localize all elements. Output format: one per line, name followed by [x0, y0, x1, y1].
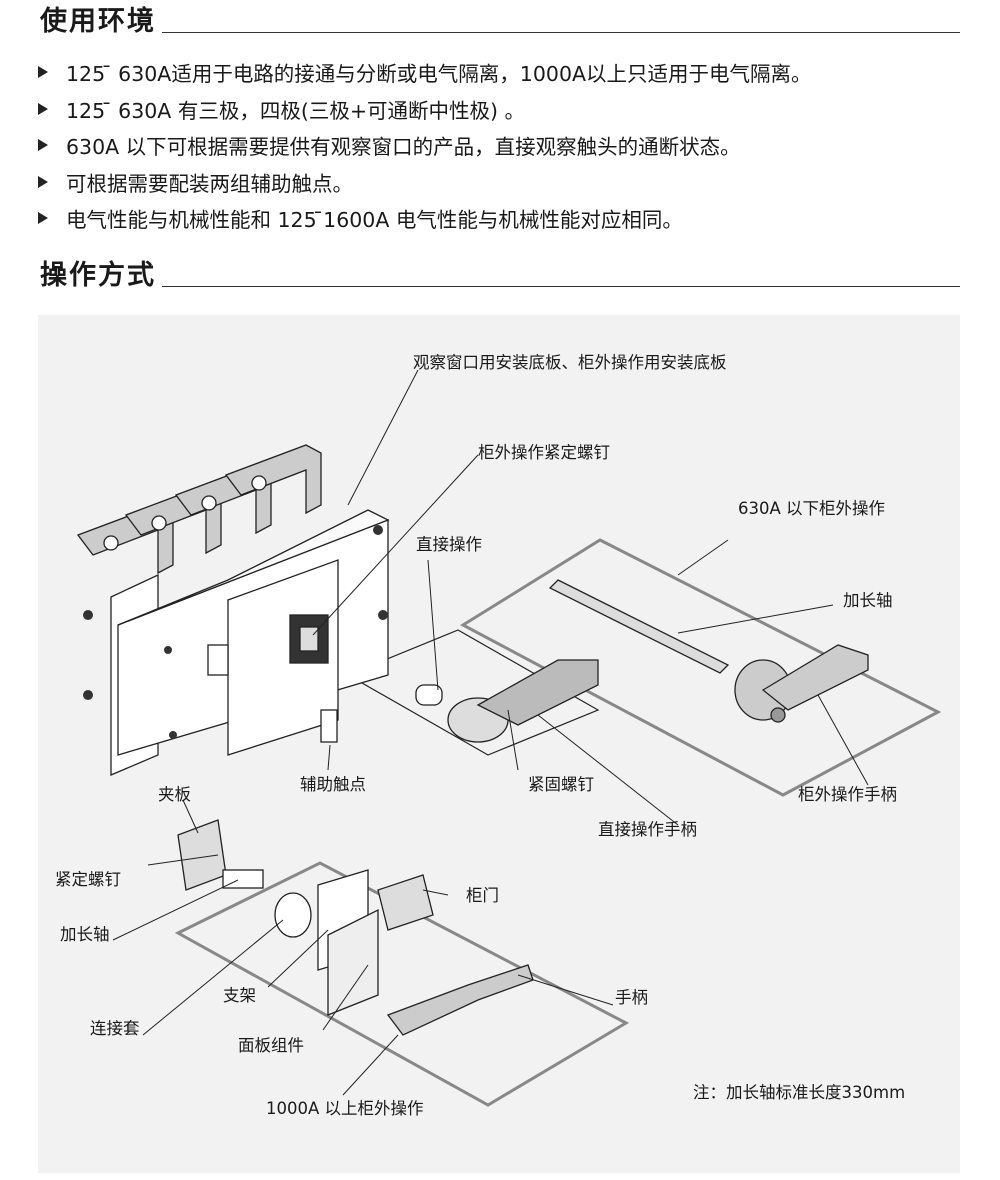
section-heading-usage: 使用环境 — [40, 8, 960, 35]
bullet-text: 电气性能与机械性能和 125 ̄1600A 电气性能与机械性能对应相同。 — [66, 208, 683, 233]
label-direct-handle: 直接操作手柄 — [598, 820, 697, 839]
label-below630-outside: 630A 以下柜外操作 — [738, 499, 886, 518]
aux-contact-part — [320, 709, 338, 743]
bullet-triangle-icon — [38, 139, 48, 152]
label-handle: 手柄 — [615, 988, 648, 1007]
heading-rule — [162, 32, 960, 33]
heading-rule — [162, 286, 960, 287]
section-title-usage: 使用环境 — [40, 6, 156, 37]
bullet-item: 125 ̄ 630A适用于电路的接通与分断或电气隔离，1000A以上只适用于电气… — [38, 54, 988, 91]
extension-shaft-2-part — [222, 869, 264, 889]
direct-handle-part — [415, 659, 599, 743]
label-aux-contact: 辅助触点 — [300, 775, 366, 794]
bullet-triangle-icon — [38, 212, 48, 225]
label-above1000-outside: 1000A 以上柜外操作 — [266, 1099, 424, 1118]
handle-part — [386, 964, 534, 1036]
label-bracket: 支架 — [223, 986, 256, 1005]
fastening-screws — [83, 525, 388, 739]
bullet-text: 630A 以下可根据需要提供有观察窗口的产品，直接观察触头的通断状态。 — [66, 135, 741, 160]
diagram-drawing — [76, 369, 942, 1107]
plate-above-1000a — [174, 861, 630, 1107]
bullet-item: 125 ̄ 630A 有三极，四极(三极+可通断中性极) 。 — [38, 91, 988, 128]
clamp-plate-part — [177, 819, 227, 891]
bullet-triangle-icon — [38, 175, 48, 188]
section-heading-operation: 操作方式 — [40, 262, 960, 289]
front-cover — [227, 559, 339, 756]
label-cabinet-door: 柜门 — [466, 886, 499, 905]
plate-below-630a — [459, 538, 942, 797]
bullet-text: 可根据需要配装两组辅助触点。 — [66, 171, 353, 196]
label-set-screw: 紧定螺钉 — [55, 870, 121, 889]
bullet-triangle-icon — [38, 102, 48, 115]
bullet-text: 125 ̄ 630A 有三极，四极(三极+可通断中性极) 。 — [66, 98, 526, 123]
label-fix-screw-outside: 柜外操作紧定螺钉 — [478, 443, 610, 462]
bullet-item: 630A 以下可根据需要提供有观察窗口的产品，直接观察触头的通断状态。 — [38, 127, 988, 164]
extension-shaft-1-part — [548, 579, 730, 674]
label-coupling: 连接套 — [90, 1019, 140, 1038]
label-mount-plate: 观察窗口用安装底板、柜外操作用安装底板 — [413, 353, 727, 372]
label-panel-assembly: 面板组件 — [238, 1036, 304, 1055]
mounting-plates — [174, 538, 942, 1107]
bullet-triangle-icon — [38, 66, 48, 79]
outside-handle-below-630a — [548, 579, 869, 723]
bullet-item: 电气性能与机械性能和 125 ̄1600A 电气性能与机械性能对应相同。 — [38, 200, 988, 237]
bullet-item: 可根据需要配装两组辅助触点。 — [38, 164, 988, 201]
coupling-part — [274, 892, 312, 938]
label-extension-shaft-2: 加长轴 — [60, 925, 110, 944]
bullet-text: 125 ̄ 630A适用于电路的接通与分断或电气隔离，1000A以上只适用于电气… — [66, 62, 812, 87]
plate-direct-op — [346, 629, 600, 756]
usage-bullet-list: 125 ̄ 630A适用于电路的接通与分断或电气隔离，1000A以上只适用于电气… — [38, 54, 988, 237]
label-direct-op: 直接操作 — [416, 535, 482, 554]
section-title-operation: 操作方式 — [40, 260, 156, 291]
switch-body — [76, 444, 390, 776]
leader-lines — [112, 369, 869, 1096]
terminal-4 — [224, 444, 322, 515]
panel-assembly-part — [327, 908, 379, 1016]
outside-handle-above-1000a — [177, 819, 534, 1036]
label-extension-shaft-1: 加长轴 — [843, 591, 893, 610]
label-clamp-plate: 夹板 — [158, 785, 191, 804]
cabinet-door-part — [377, 874, 434, 931]
label-note: 注：加长轴标准长度330mm — [693, 1083, 906, 1102]
operation-diagram: 观察窗口用安装底板、柜外操作用安装底板 柜外操作紧定螺钉 直接操作 630A 以… — [38, 315, 960, 1173]
label-tight-screw: 紧固螺钉 — [528, 775, 594, 794]
label-outside-handle: 柜外操作手柄 — [798, 785, 897, 804]
